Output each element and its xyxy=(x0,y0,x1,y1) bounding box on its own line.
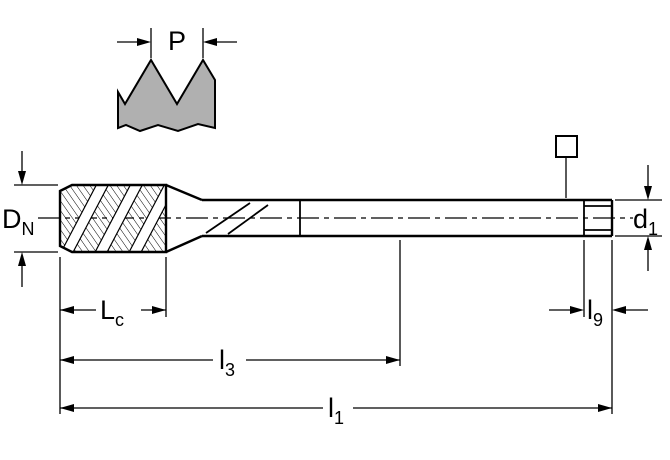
l9-label: l9 xyxy=(587,295,603,330)
pitch-label: P xyxy=(168,26,186,56)
thread-section xyxy=(58,183,203,254)
thread-profile-detail: P xyxy=(117,26,237,133)
flute-band xyxy=(91,185,147,252)
arrowhead xyxy=(60,306,74,314)
arrowhead xyxy=(203,38,217,46)
dimension-dn: DN xyxy=(2,151,58,287)
arrowhead xyxy=(60,356,74,364)
square-symbol xyxy=(555,135,578,158)
d1-label: d1 xyxy=(633,204,658,239)
dimension-l3: l3 xyxy=(60,345,400,380)
arrowhead xyxy=(598,404,612,412)
arrowhead xyxy=(612,306,626,314)
arrowhead xyxy=(644,236,652,250)
tap-body xyxy=(58,135,614,254)
extension-lines xyxy=(59,240,613,414)
arrowhead xyxy=(137,38,151,46)
flute-runout xyxy=(227,204,269,235)
arrowhead xyxy=(18,252,26,266)
pitch-dimension: P xyxy=(117,26,237,56)
dimension-lc: Lc xyxy=(60,295,166,330)
dimension-l1: l1 xyxy=(60,393,612,428)
l3-label: l3 xyxy=(219,345,235,380)
square-section-symbol xyxy=(555,135,578,198)
arrowhead xyxy=(570,306,584,314)
lc-label: Lc xyxy=(100,295,124,330)
arrowhead xyxy=(60,404,74,412)
dimension-d1: d1 xyxy=(615,165,662,271)
flute-runout xyxy=(205,202,251,234)
arrowhead xyxy=(386,356,400,364)
arrowhead xyxy=(644,186,652,200)
thread-profile-shape xyxy=(117,58,216,133)
square-drive-end xyxy=(583,200,612,236)
arrowhead xyxy=(152,306,166,314)
arrowhead xyxy=(18,171,26,185)
shoulder-bottom xyxy=(165,234,203,254)
flute-band xyxy=(60,185,113,252)
shoulder-top xyxy=(165,183,203,202)
dn-label: DN xyxy=(2,204,35,239)
dimension-l9: l9 xyxy=(549,295,648,330)
l1-label: l1 xyxy=(328,393,344,428)
spiral-flutes xyxy=(60,185,166,252)
flute-band xyxy=(125,185,166,252)
